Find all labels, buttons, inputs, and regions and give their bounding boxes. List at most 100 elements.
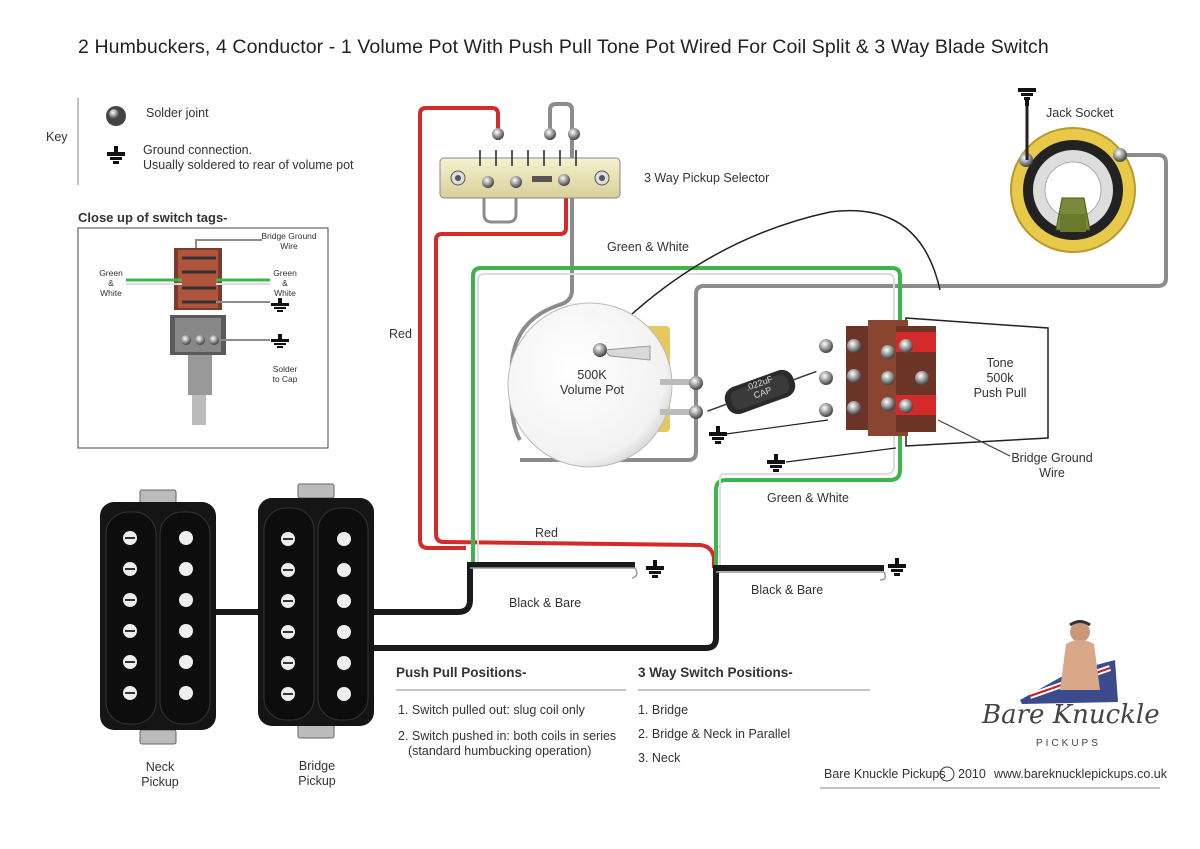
brand-name: Bare Knuckle [982, 700, 1160, 730]
key-ground-label-2: Usually soldered to rear of volume pot [143, 158, 354, 172]
tone-line-2: 500k [986, 371, 1014, 385]
slug-pole-piece [179, 686, 193, 700]
closeup-bridge-ground-line-1: Bridge Ground [261, 231, 317, 241]
ground-icon-black-bare-1 [646, 560, 664, 578]
key-ground-label-1: Ground connection. [143, 143, 253, 157]
neck-pickup [100, 489, 216, 745]
closeup-solder-cap-1: Solder [272, 364, 298, 374]
slug-pole-piece [179, 562, 193, 576]
push-pull-title: Push Pull Positions- [396, 665, 527, 680]
key-solder-joint-label: Solder joint [146, 106, 209, 120]
bridge-ground-pointer [937, 419, 1011, 457]
tone-pot-label: Tone 500k Push Pull [968, 356, 1032, 401]
grey-wire-jack [520, 153, 1168, 462]
thin-black-wire [599, 209, 941, 346]
slug-pole-piece [179, 655, 193, 669]
closeup-gw-right-2: & [282, 278, 288, 288]
bridge-pickup [258, 483, 374, 739]
closeup-solder-cap-2: to Cap [272, 374, 298, 384]
neck-pickup-label: Neck Pickup [130, 760, 190, 790]
red-label-1: Red [389, 327, 412, 341]
ground-icon-bridge [767, 454, 785, 472]
footer-company: Bare Knuckle Pickups [824, 767, 946, 781]
gw-label-bottom: Green & White [767, 491, 849, 505]
closeup-ground-icon-1 [271, 298, 289, 312]
ground-icon-black-bare-2 [888, 558, 906, 576]
black-bare-wire-1b [470, 567, 638, 579]
black-bare-wire-1 [216, 562, 635, 615]
closeup-gw-left-2: & [108, 278, 114, 288]
footer-year: 2010 [958, 767, 986, 781]
closeup-gw-left-3: White [100, 288, 122, 298]
ground-icon-vol [709, 426, 727, 444]
switch-positions-title: 3 Way Switch Positions- [638, 665, 793, 680]
key-label: Key [46, 130, 68, 144]
closeup-solder-cap: Solder to Cap [268, 364, 302, 384]
gw-label-top: Green & White [607, 240, 689, 254]
closeup-gw-right-1: Green [273, 268, 297, 278]
closeup-bridge-ground-line-2: Wire [280, 241, 298, 251]
tone-line-3: Push Pull [973, 386, 1027, 400]
slug-pole-piece [337, 656, 351, 670]
closeup-ground-icon-2 [271, 334, 289, 348]
closeup-bridge-ground-label: Bridge Ground Wire [258, 231, 320, 251]
selector-solder-joints [482, 128, 580, 188]
black-bare-wire-2b [716, 571, 887, 581]
closeup-box [77, 227, 329, 449]
bridge-ground-line-2: Wire [1039, 466, 1065, 480]
slug-pole-piece [179, 593, 193, 607]
bridge-pickup-label: Bridge Pickup [287, 759, 347, 789]
ground-icon-jack [1018, 88, 1036, 106]
brand-sub: PICKUPS [1036, 738, 1101, 749]
switch-position-2: 2. Bridge & Neck in Parallel [638, 727, 791, 741]
selector-label: 3 Way Pickup Selector [644, 171, 770, 185]
closeup-title: Close up of switch tags- [78, 210, 228, 225]
jack-socket [1010, 127, 1136, 253]
footer-url: www.bareknucklepickups.co.uk [994, 767, 1167, 781]
volume-pot-label: 500K Volume Pot [552, 368, 632, 398]
ground-icon [107, 146, 125, 164]
black-bare-label-1: Black & Bare [509, 596, 582, 610]
brand-mascot [1020, 620, 1118, 704]
slug-pole-piece [337, 687, 351, 701]
slug-pole-piece [337, 563, 351, 577]
push-pull-item-1: 1. Switch pulled out: slug coil only [398, 703, 585, 717]
page-title: 2 Humbuckers, 4 Conductor - 1 Volume Pot… [78, 36, 1049, 58]
neck-line-2: Pickup [141, 775, 179, 789]
closeup-gw-right-3: White [274, 288, 296, 298]
black-bare-wire-2 [370, 565, 884, 651]
slug-pole-piece [179, 531, 193, 545]
slug-pole-piece [337, 532, 351, 546]
bridge-line-2: Pickup [298, 774, 336, 788]
pole-pieces [123, 531, 351, 701]
switch-position-1: 1. Bridge [638, 703, 689, 717]
closeup-gw-left-1: Green [99, 268, 123, 278]
copyright-icon [939, 766, 955, 782]
volume-pot [507, 302, 703, 468]
grey-wire-loop [482, 182, 518, 224]
volume-pot-line-1: 500K [577, 368, 607, 382]
capacitor [707, 369, 817, 415]
volume-pot-line-2: Volume Pot [560, 383, 624, 397]
bridge-ground-wire-line [785, 447, 897, 463]
red-label-2: Red [535, 526, 558, 540]
jack-label: Jack Socket [1046, 106, 1114, 120]
red-wire-left [418, 106, 500, 550]
closeup-switch-graphic [126, 239, 270, 425]
red-wire-right [434, 180, 716, 568]
push-pull-item-2a: 2. Switch pushed in: both coils in serie… [398, 729, 617, 743]
push-pull-item-2b: (standard humbucking operation) [408, 744, 592, 758]
closeup-gw-right: Green & White [268, 268, 302, 298]
neck-line-1: Neck [145, 760, 175, 774]
switch-position-3: 3. Neck [638, 751, 681, 765]
bridge-ground-label: Bridge Ground Wire [1006, 451, 1098, 481]
tone-push-pull-pot [819, 317, 1049, 447]
closeup-gw-left: Green & White [94, 268, 128, 298]
tone-line-1: Tone [986, 356, 1014, 370]
bridge-ground-line-1: Bridge Ground [1011, 451, 1093, 465]
pickup-selector-switch [439, 150, 621, 199]
slug-pole-piece [179, 624, 193, 638]
ground-wire-vol [725, 419, 829, 435]
black-bare-label-2: Black & Bare [751, 583, 824, 597]
